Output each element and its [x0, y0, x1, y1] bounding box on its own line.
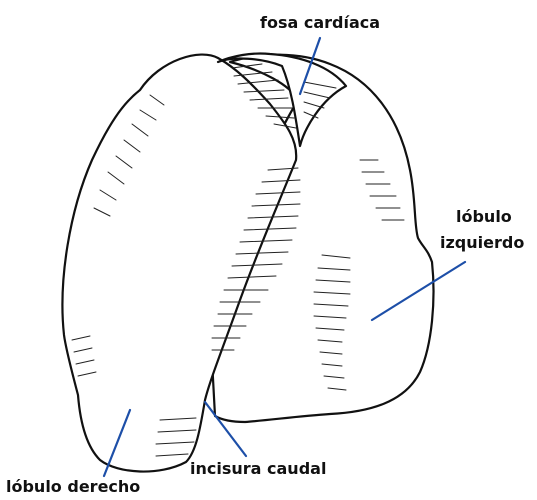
label-fosa-cardiaca: fosa cardíaca — [260, 13, 380, 32]
label-lobulo-izquierdo-line2: izquierdo — [440, 233, 524, 252]
label-lobulo-derecho: lóbulo derecho — [6, 477, 140, 496]
label-incisura-caudal: incisura caudal — [190, 459, 326, 478]
label-lobulo-izquierdo-line1: lóbulo — [456, 207, 512, 226]
